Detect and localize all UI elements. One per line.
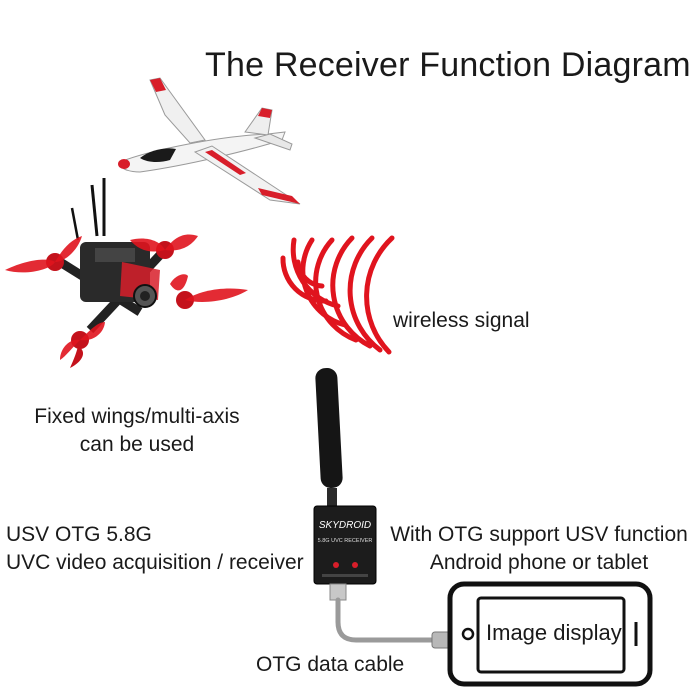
- wireless-signal-label: wireless signal: [393, 309, 530, 332]
- wireless-signal-icon: [280, 235, 395, 355]
- phone-label-line1: With OTG support USV function: [390, 523, 688, 546]
- receiver-label-line1: USV OTG 5.8G: [6, 523, 152, 546]
- cable-label: OTG data cable: [256, 653, 405, 676]
- aircraft-label: Fixed wings/multi-axis can be used: [18, 403, 256, 459]
- drone-icon: [5, 178, 248, 368]
- phone-label-line2: Android phone or tablet: [429, 551, 649, 574]
- receiver-device: SKYDROID 5.8G UVC RECEIVER: [313, 505, 377, 585]
- phone-label: With OTG support USV function Android ph…: [380, 521, 698, 577]
- status-led: [352, 562, 358, 568]
- usb-cable-icon: [329, 583, 463, 649]
- receiver-label: USV OTG 5.8G UVC video acquisition / rec…: [6, 521, 304, 577]
- antenna-icon: [315, 368, 343, 508]
- image-display-label: Image display: [486, 620, 622, 645]
- receiver-model: 5.8G UVC RECEIVER: [318, 538, 373, 544]
- status-led: [333, 562, 339, 568]
- diagram-title: The Receiver Function Diagram: [205, 46, 691, 84]
- receiver-brand: SKYDROID: [319, 520, 371, 531]
- airplane-icon: [118, 77, 301, 205]
- receiver-label-line2: UVC video acquisition / receiver: [6, 551, 304, 574]
- aircraft-label-line2: can be used: [79, 433, 195, 456]
- phone-icon: [447, 581, 653, 687]
- aircraft-label-line1: Fixed wings/multi-axis: [34, 405, 240, 428]
